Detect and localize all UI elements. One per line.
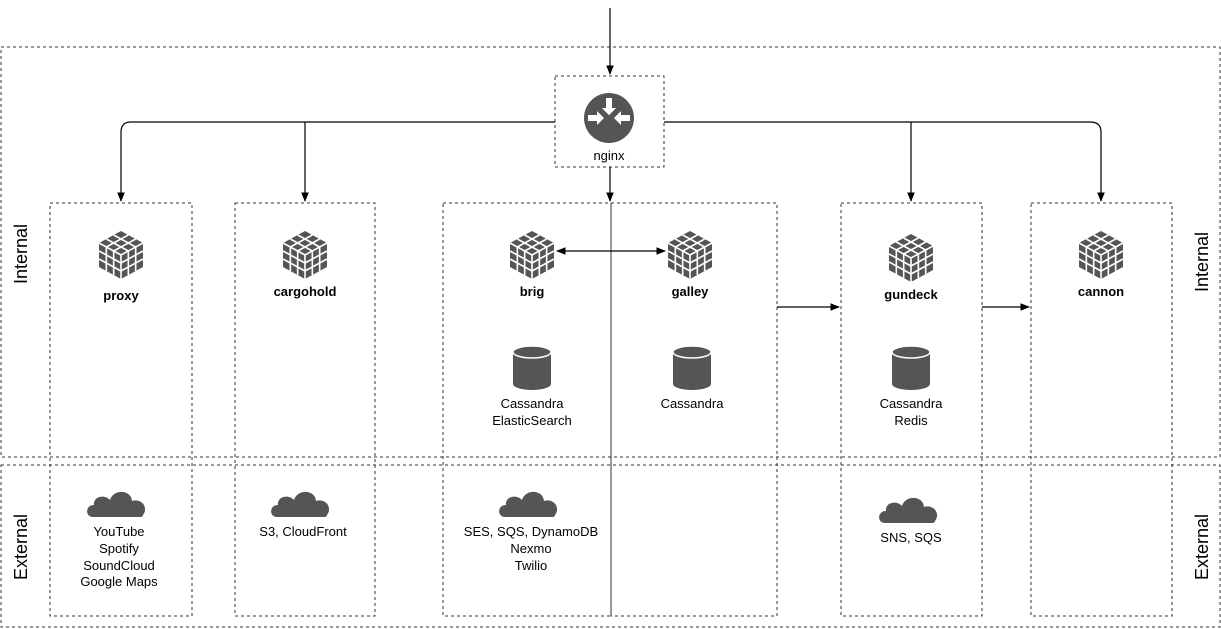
cloud-icon — [271, 491, 330, 517]
galley-label: galley — [672, 284, 710, 299]
gundeck-box — [840, 202, 983, 617]
cloud-icon — [87, 491, 146, 517]
brig-external-2: Nexmo — [510, 541, 551, 556]
brig-store-1: Cassandra — [501, 396, 565, 411]
brig-external-1: SES, SQS, DynamoDB — [464, 524, 598, 539]
nginx-label: nginx — [593, 148, 625, 163]
proxy-external-3: SoundCloud — [83, 558, 155, 573]
database-icon — [891, 345, 931, 391]
cube-grid-icon — [282, 230, 328, 280]
proxy-label: proxy — [103, 288, 139, 303]
cube-grid-icon — [667, 230, 713, 280]
proxy-box — [49, 202, 193, 617]
brig-store-2: ElasticSearch — [492, 413, 571, 428]
galley-store-1: Cassandra — [661, 396, 725, 411]
gundeck-external-1: SNS, SQS — [880, 530, 942, 545]
proxy-external-2: Spotify — [99, 541, 139, 556]
cannon-box — [1030, 202, 1173, 617]
cargohold-external-1: S3, CloudFront — [259, 524, 347, 539]
database-icon — [672, 345, 712, 391]
brig-box — [442, 202, 612, 617]
brig-label: brig — [520, 284, 545, 299]
cloud-icon — [499, 491, 558, 517]
internal-label-right: Internal — [1192, 232, 1212, 292]
gundeck-store-1: Cassandra — [880, 396, 944, 411]
proxy-external-1: YouTube — [93, 524, 144, 539]
cloud-icon — [879, 497, 938, 523]
database-icon — [512, 345, 552, 391]
cube-grid-icon — [98, 230, 144, 280]
cube-grid-icon — [1078, 230, 1124, 280]
gundeck-store-2: Redis — [894, 413, 928, 428]
cube-grid-icon — [509, 230, 555, 280]
proxy-external-4: Google Maps — [80, 574, 158, 589]
external-label-left: External — [11, 514, 31, 580]
external-label-right: External — [1192, 514, 1212, 580]
gundeck-label: gundeck — [884, 287, 938, 302]
cannon-label: cannon — [1078, 284, 1124, 299]
cargohold-label: cargohold — [274, 284, 337, 299]
nginx-to-cannon-arrow — [664, 121, 1105, 202]
internal-label-left: Internal — [11, 224, 31, 284]
galley-box — [610, 202, 778, 617]
nginx-to-proxy-arrow — [117, 121, 555, 202]
cube-grid-icon — [888, 233, 934, 283]
router-icon — [584, 93, 634, 143]
brig-external-3: Twilio — [515, 558, 548, 573]
